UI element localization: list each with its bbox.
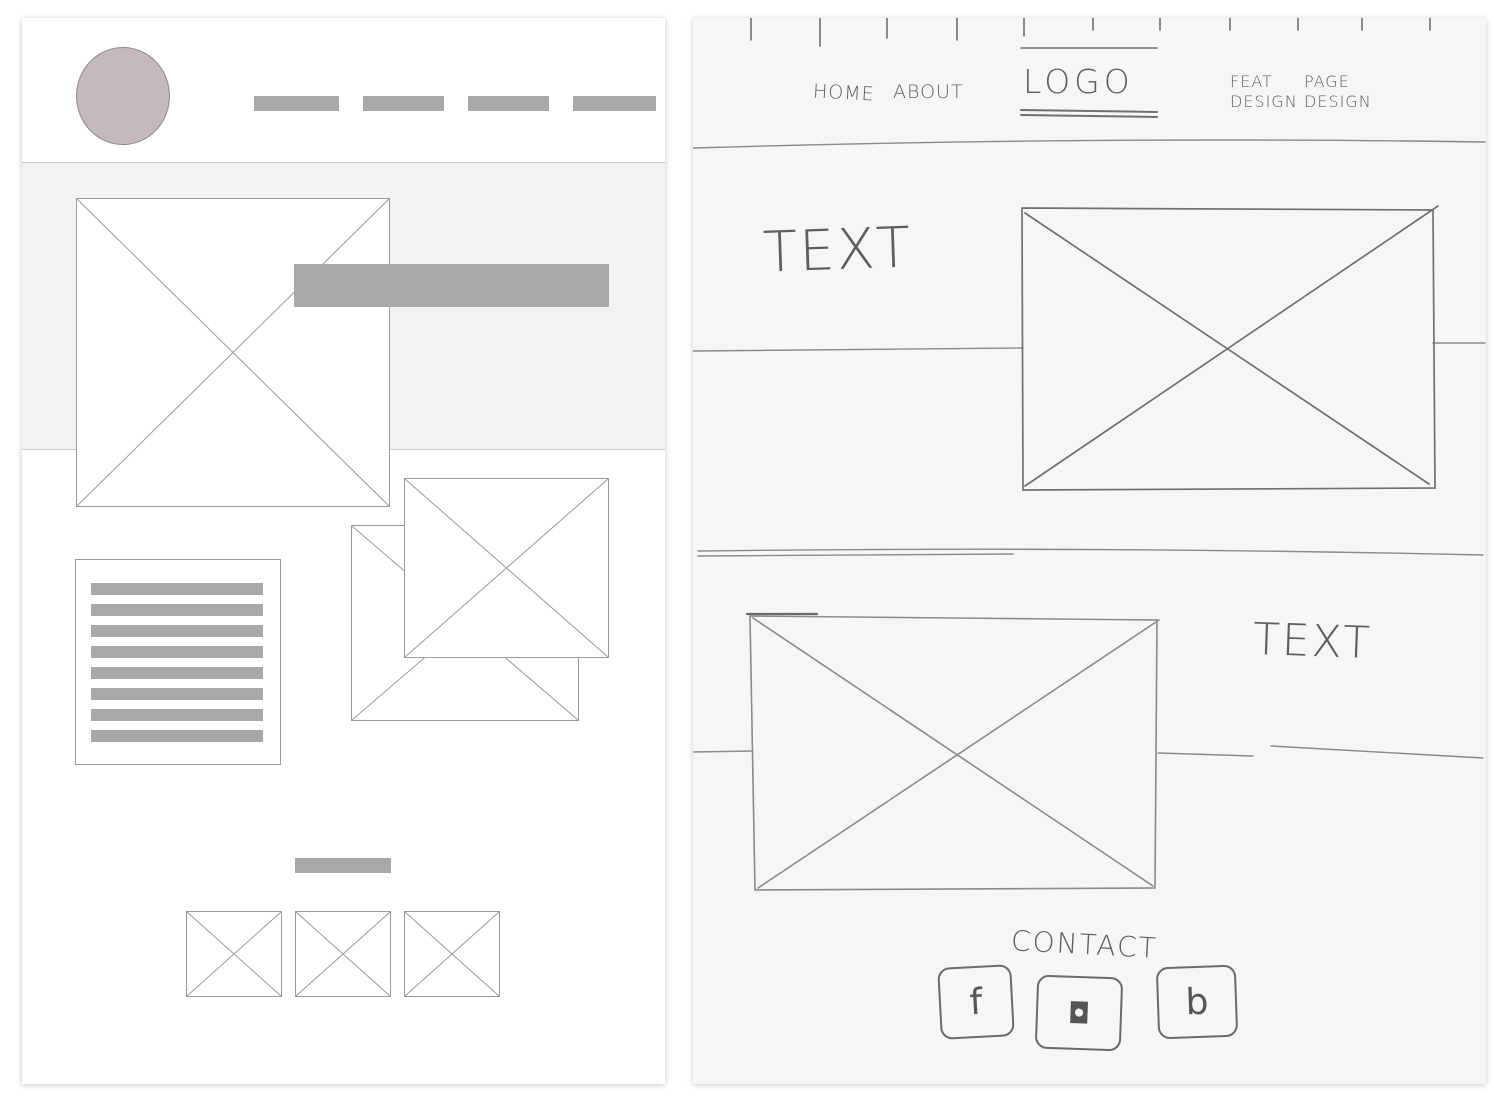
- sketch-nav-page-design[interactable]: PAGE DESIGN: [1304, 72, 1372, 111]
- text-line: [91, 604, 263, 616]
- text-line: [91, 667, 263, 679]
- text-line: [91, 730, 263, 742]
- digital-wireframe-panel: [22, 18, 665, 1084]
- hero-title-placeholder: [294, 264, 609, 307]
- text-block-placeholder: [75, 559, 281, 765]
- instagram-icon[interactable]: ◘: [1034, 974, 1124, 1052]
- section-1-text: TEXT: [761, 215, 914, 286]
- sketch-lines: [693, 18, 1486, 891]
- text-line: [91, 646, 263, 658]
- text-line: [91, 709, 263, 721]
- nav-placeholder-3[interactable]: [468, 96, 549, 111]
- blog-glyph: b: [1184, 981, 1210, 1023]
- social-placeholder-2[interactable]: [295, 911, 391, 997]
- footer-label-placeholder: [295, 858, 391, 873]
- text-line: [91, 583, 263, 595]
- sketch-nav-about[interactable]: ABOUT: [893, 81, 964, 103]
- sketch-nav-feat-design[interactable]: FEAT DESIGN: [1230, 72, 1298, 111]
- gallery-image-front: [404, 478, 609, 658]
- instagram-glyph: ◘: [1067, 996, 1091, 1030]
- nav-placeholder-4[interactable]: [573, 96, 656, 111]
- social-placeholder-1[interactable]: [186, 911, 282, 997]
- blog-icon[interactable]: b: [1155, 964, 1239, 1040]
- hero-image-placeholder: [76, 198, 390, 507]
- facebook-glyph: f: [968, 981, 984, 1023]
- hand-sketch-panel: HOME ABOUT LOGO FEAT DESIGN PAGE DESIGN …: [693, 18, 1486, 1084]
- section-2-text: TEXT: [1252, 613, 1373, 670]
- text-line: [91, 625, 263, 637]
- sketch-nav-home[interactable]: HOME: [812, 80, 876, 106]
- logo-placeholder[interactable]: [76, 47, 170, 145]
- wireframe-header: [22, 18, 665, 163]
- nav-placeholder-1[interactable]: [254, 96, 339, 111]
- nav-placeholder-2[interactable]: [363, 96, 444, 111]
- text-line: [91, 688, 263, 700]
- social-placeholder-3[interactable]: [404, 911, 500, 997]
- facebook-icon[interactable]: f: [937, 964, 1015, 1040]
- sketch-logo[interactable]: LOGO: [1023, 62, 1134, 101]
